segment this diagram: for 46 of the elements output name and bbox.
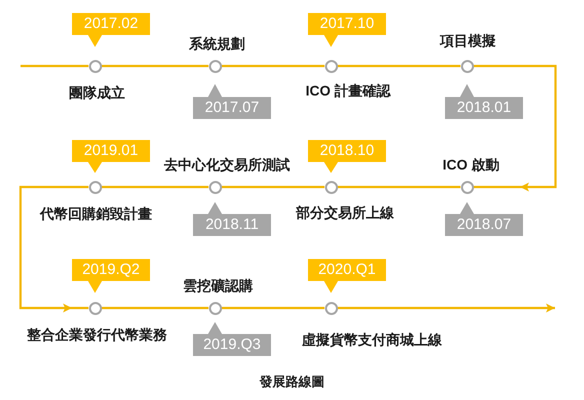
milestone-label: 系統規劃 bbox=[189, 36, 245, 52]
milestone-circle bbox=[88, 60, 102, 72]
timeline-line bbox=[102, 186, 208, 188]
timeline-line bbox=[222, 186, 324, 188]
date-callout: 2019.01 bbox=[72, 140, 150, 173]
milestone-circle bbox=[324, 302, 338, 314]
timeline-arrow bbox=[338, 304, 555, 312]
milestone-circle bbox=[460, 180, 474, 194]
date-callout: 2020.Q1 bbox=[308, 259, 386, 293]
date-callout: 2018.10 bbox=[308, 140, 386, 173]
milestone-circle bbox=[208, 180, 222, 194]
timeline-line bbox=[20, 64, 88, 68]
milestone-label: 項目模擬 bbox=[440, 32, 496, 50]
milestone-label: 整合企業發行代幣業務 bbox=[27, 326, 167, 344]
milestone-label: ICO 啟動 bbox=[442, 156, 500, 174]
milestone-label: 部分交易所上線 bbox=[296, 204, 394, 222]
date-callout: 2018.07 bbox=[445, 202, 523, 236]
date-callout: 2018.11 bbox=[193, 202, 271, 236]
timeline-line bbox=[102, 306, 208, 310]
date-callout: 2017.10 bbox=[308, 13, 386, 47]
timeline-arrow bbox=[474, 64, 557, 192]
date-callout: 2018.01 bbox=[445, 84, 523, 119]
timeline-arrow bbox=[19, 186, 88, 312]
milestone-label: ICO 計畫確認 bbox=[306, 82, 390, 100]
date-callout: 2019.Q2 bbox=[72, 259, 150, 293]
milestone-label: 團隊成立 bbox=[69, 84, 125, 102]
milestone-circle bbox=[324, 60, 338, 72]
timeline-line bbox=[338, 186, 460, 188]
milestone-circle bbox=[460, 60, 474, 72]
milestone-circle bbox=[208, 60, 222, 72]
timeline-line bbox=[338, 64, 460, 68]
milestone-label: 代幣回購銷毀計畫 bbox=[40, 206, 152, 222]
timeline-line bbox=[222, 306, 324, 310]
milestone-circle bbox=[208, 302, 222, 314]
date-callout: 2017.07 bbox=[193, 84, 271, 119]
date-callout: 2019.Q3 bbox=[193, 322, 271, 356]
timeline-line bbox=[102, 64, 208, 68]
milestone-circle bbox=[88, 302, 102, 314]
timeline-line bbox=[222, 64, 324, 68]
milestone-circle bbox=[88, 180, 102, 194]
milestone-label: 雲挖礦認購 bbox=[183, 278, 253, 294]
caption: 發展路線圖 bbox=[260, 374, 324, 390]
date-callout: 2017.02 bbox=[72, 13, 150, 47]
milestone-label: 虛擬貨幣支付商城上線 bbox=[302, 332, 442, 348]
milestone-circle bbox=[324, 180, 338, 194]
milestone-label: 去中心化交易所測試 bbox=[164, 156, 290, 174]
